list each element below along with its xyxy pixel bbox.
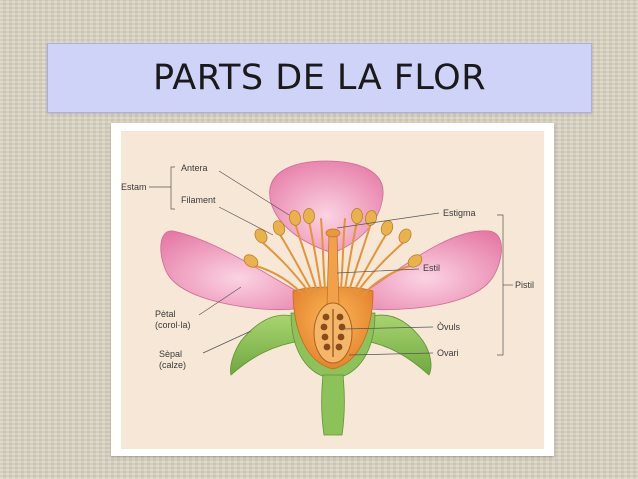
right-sepal [362,314,432,376]
filaments [252,218,414,300]
label-filament: Filament [181,195,216,205]
label-estil: Estil [423,263,440,273]
label-estam: Estam [121,182,147,192]
left-petal [160,230,317,311]
stigma [325,228,341,238]
left-sepal [230,314,304,376]
title-box: PARTS DE LA FLOR [47,43,592,113]
leader-lines [149,166,513,356]
label-petal-sub: (corol·la) [155,320,191,330]
slide-title: PARTS DE LA FLOR [152,58,487,98]
label-estigma: Estigma [443,208,476,218]
right-petal [348,230,502,311]
flower-illustration: Estam Antera Filament Pètal (corol·la) S… [121,131,544,449]
flower-diagram: Estam Antera Filament Pètal (corol·la) S… [111,123,554,456]
label-sepal-sub: (calze) [159,360,186,370]
style [326,234,340,306]
label-petal: Pètal [155,309,176,319]
label-ovari: Ovari [437,348,459,358]
label-antera: Antera [181,163,208,173]
label-sepal: Sèpal [159,349,182,359]
label-ovuls: Òvuls [437,322,461,332]
anthers [243,208,423,268]
stem [321,374,345,436]
label-pistil: Pistil [515,280,534,290]
